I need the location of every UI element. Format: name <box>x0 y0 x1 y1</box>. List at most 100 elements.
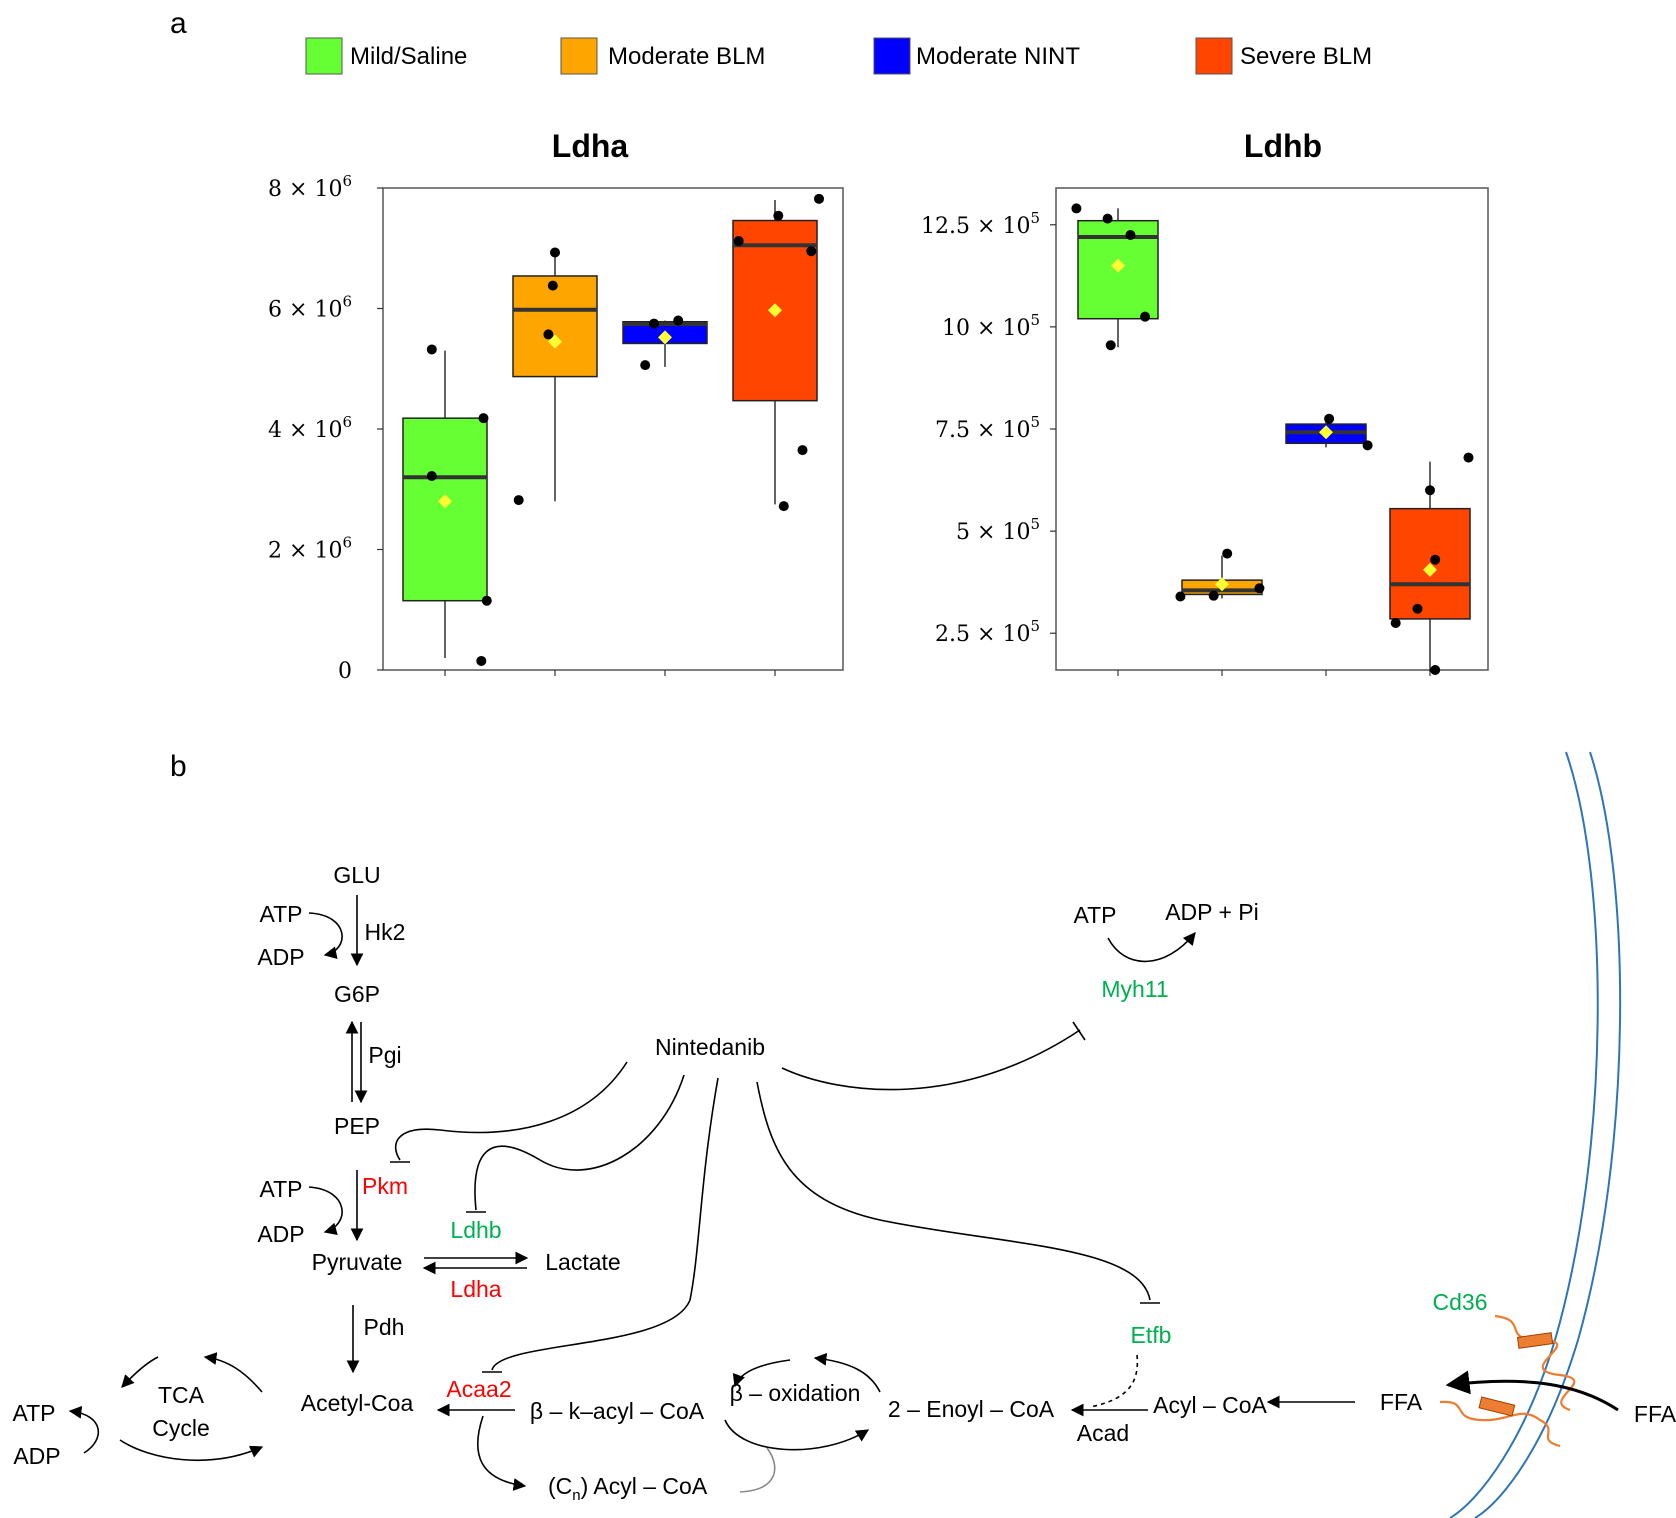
legend-label-moderate-nint: Moderate NINT <box>916 43 1080 70</box>
y-tick-label: 10 × 105 <box>942 311 1040 341</box>
mean-marker <box>1215 577 1229 592</box>
data-point <box>1430 665 1441 675</box>
data-point <box>814 193 824 204</box>
arrow-atp-adp-4 <box>1107 932 1196 963</box>
label-cn-acyl-coa: (Cn) Acyl – CoA <box>548 1473 708 1504</box>
panel-letter-b: b <box>170 750 187 783</box>
data-point <box>1463 452 1474 463</box>
bar-myh11 <box>1072 1021 1086 1041</box>
legend-swatch-severe-blm <box>1195 37 1233 75</box>
label-adp-1: ADP <box>257 944 304 970</box>
label-lactate: Lactate <box>545 1249 620 1275</box>
mean-marker <box>1111 258 1125 273</box>
mean-marker <box>548 334 562 349</box>
y-tick-label: 2 × 106 <box>268 534 352 564</box>
data-point <box>1105 340 1116 351</box>
mean-marker <box>768 303 782 318</box>
boxplot-ldhb: 2.5 × 105 5 × 105 7.5 × 105 10 × 105 12.5 × … <box>921 187 1489 676</box>
label-ffa-outside: FFA <box>1634 1401 1676 1427</box>
arrow-atp-adp-1 <box>308 912 343 959</box>
membrane-outer <box>1449 751 1599 1518</box>
y-tick-label: 6 × 106 <box>268 293 352 323</box>
data-point <box>513 495 524 506</box>
legend-swatch-moderate-blm <box>560 37 598 75</box>
y-tick-label: 4 × 106 <box>268 413 352 443</box>
inhibit-acaa2 <box>491 1077 719 1371</box>
chart-title-ldha: Ldha <box>552 128 629 164</box>
arrow-tca-top-left <box>121 1356 159 1388</box>
arrow-bk-cn <box>476 1415 527 1491</box>
label-glu: GLU <box>333 862 380 888</box>
data-point <box>797 445 808 456</box>
mean-marker <box>438 494 452 509</box>
mean-marker <box>1319 425 1333 440</box>
data-point <box>1324 413 1335 424</box>
y-tick-label: 12.5 × 105 <box>921 209 1040 239</box>
label-2-enoyl-coa: 2 – Enoyl – CoA <box>888 1396 1055 1422</box>
arrow-tca-top-right <box>203 1352 263 1393</box>
label-pep: PEP <box>334 1113 380 1139</box>
inhibit-pkm <box>394 1061 628 1161</box>
data-point <box>476 655 487 666</box>
legend-label-moderate-blm: Moderate BLM <box>608 43 765 70</box>
y-tick-label: 2.5 × 105 <box>935 617 1040 647</box>
data-point <box>481 595 492 606</box>
data-point <box>1254 583 1265 594</box>
y-tick-label: 7.5 × 105 <box>935 413 1040 443</box>
legend-swatch-mild-saline <box>305 37 343 75</box>
inhibit-etfb <box>756 1081 1151 1301</box>
label-pkm: Pkm <box>362 1173 408 1199</box>
arrow-box-bottom <box>724 1419 870 1451</box>
data-point <box>778 501 789 512</box>
arrow-ffa-uptake <box>1445 1370 1619 1412</box>
y-tick-label: 0 <box>338 659 352 684</box>
label-adp-3: ADP <box>13 1443 60 1469</box>
legend: Mild/Saline Moderate BLM Moderate NINT S… <box>305 37 1372 75</box>
arrow-adp-atp-3 <box>68 1405 100 1454</box>
panel-letter-a: a <box>170 7 187 40</box>
data-point <box>1362 440 1373 451</box>
inhibit-ldhb <box>474 1074 685 1211</box>
data-point <box>733 236 744 247</box>
data-point <box>1175 591 1186 602</box>
data-point <box>1102 213 1113 224</box>
data-point <box>426 344 437 355</box>
label-beta-k-acyl-coa: β – k–acyl – CoA <box>530 1398 705 1424</box>
cd36-segment-top <box>1516 1332 1554 1349</box>
data-point <box>806 246 817 257</box>
legend-label-mild-saline: Mild/Saline <box>350 43 467 70</box>
data-point <box>1125 229 1136 240</box>
data-point <box>1222 548 1233 559</box>
label-pdh: Pdh <box>364 1314 405 1340</box>
membrane-inner <box>1474 751 1622 1518</box>
data-point <box>673 315 684 326</box>
label-g6p: G6P <box>334 981 380 1007</box>
label-atp-3: ATP <box>12 1400 55 1426</box>
label-ffa-inside: FFA <box>1380 1389 1423 1415</box>
data-point <box>1425 485 1435 496</box>
label-adp-pi: ADP + Pi <box>1165 899 1259 925</box>
label-hk2: Hk2 <box>365 919 406 945</box>
data-point <box>547 280 558 291</box>
arrow-box-top-left <box>732 1359 791 1388</box>
y-tick-label: 5 × 105 <box>956 515 1040 545</box>
data-point <box>640 360 651 371</box>
dashed-etfb-acad <box>1089 1354 1139 1408</box>
data-point <box>1071 203 1082 214</box>
data-point <box>426 470 437 481</box>
label-cd36: Cd36 <box>1433 1289 1488 1315</box>
label-adp-2: ADP <box>257 1221 304 1247</box>
data-point <box>478 413 489 424</box>
label-atp-2: ATP <box>259 1176 302 1202</box>
label-ldhb: Ldhb <box>450 1217 501 1243</box>
cd36-segment-bottom <box>1478 1396 1516 1417</box>
label-atp-4: ATP <box>1073 902 1116 928</box>
label-atp-1: ATP <box>259 901 302 927</box>
label-beta-oxidation: β – oxidation <box>730 1380 861 1406</box>
label-pyruvate: Pyruvate <box>312 1249 403 1275</box>
label-acaa2: Acaa2 <box>446 1376 511 1402</box>
label-pgi: Pgi <box>368 1042 401 1068</box>
mean-marker <box>658 330 672 345</box>
data-point <box>773 210 784 221</box>
box-moderate-blm <box>512 275 598 378</box>
